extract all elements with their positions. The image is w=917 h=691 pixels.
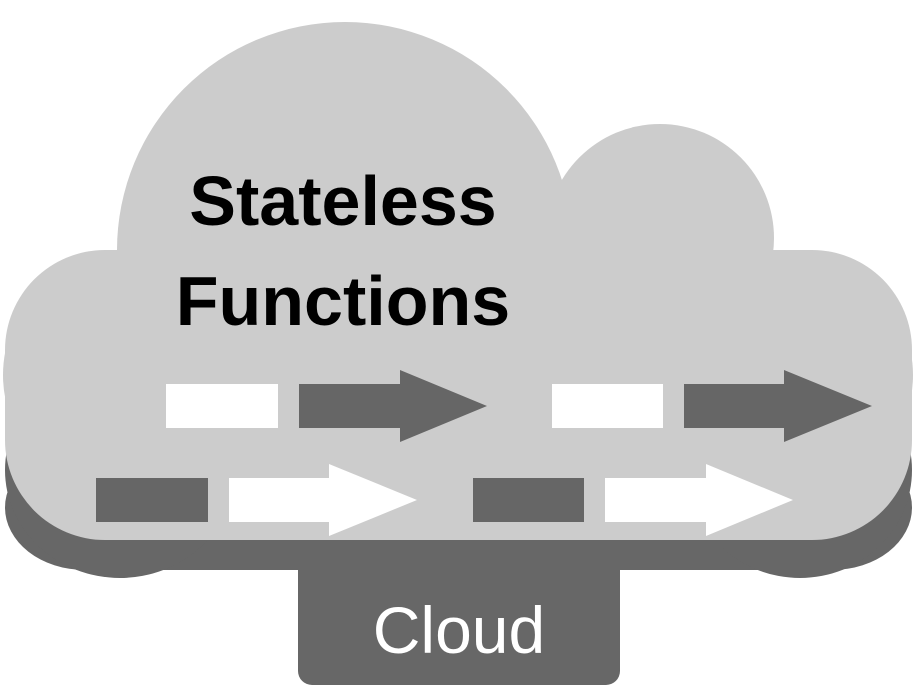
light-arrow-icon xyxy=(229,464,417,536)
function-row-2 xyxy=(96,464,793,536)
title-line-2: Functions xyxy=(176,262,510,340)
title-line-1: Stateless xyxy=(189,162,496,240)
dark-arrow-icon xyxy=(684,370,872,442)
light-block-icon xyxy=(552,384,663,428)
cloud-base-label: Cloud xyxy=(373,593,545,667)
cloud-title: Stateless Functions xyxy=(176,162,510,340)
cloud-base-rect xyxy=(298,555,620,685)
dark-block-icon xyxy=(96,478,208,522)
function-row-1 xyxy=(166,370,872,442)
dark-arrow-icon xyxy=(299,370,487,442)
light-arrow-icon xyxy=(605,464,793,536)
light-block-icon xyxy=(166,384,278,428)
dark-block-icon xyxy=(473,478,584,522)
cloud-base-tab: Cloud xyxy=(298,555,620,685)
